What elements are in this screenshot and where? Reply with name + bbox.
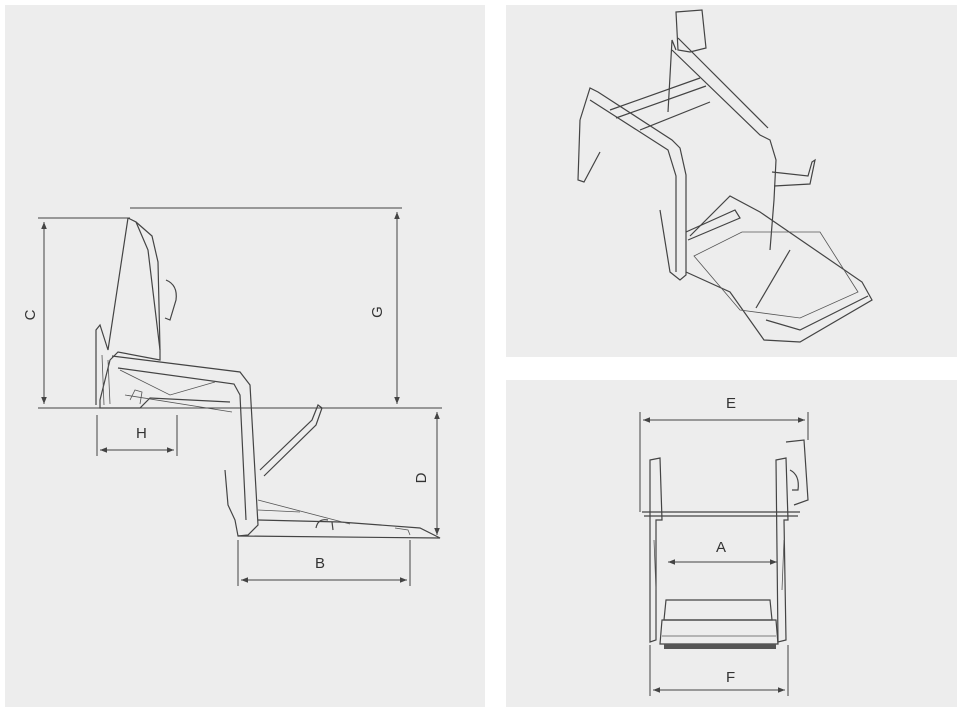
label-a: A <box>716 539 726 556</box>
label-c: C <box>22 309 39 320</box>
label-g: G <box>369 306 386 318</box>
front-view-dimensions: E A F <box>639 395 809 696</box>
front-view-panel <box>506 380 957 707</box>
label-h: H <box>136 425 147 442</box>
side-view-dimensions: C G H D B <box>22 207 442 586</box>
isometric-lift-drawing <box>577 9 873 343</box>
side-view-lift-drawing <box>95 217 441 539</box>
label-d: D <box>413 472 430 483</box>
side-view-panel <box>5 5 485 707</box>
label-e: E <box>726 395 736 412</box>
label-f: F <box>726 669 735 686</box>
label-b: B <box>315 555 325 572</box>
front-view-lift-drawing <box>642 439 809 649</box>
